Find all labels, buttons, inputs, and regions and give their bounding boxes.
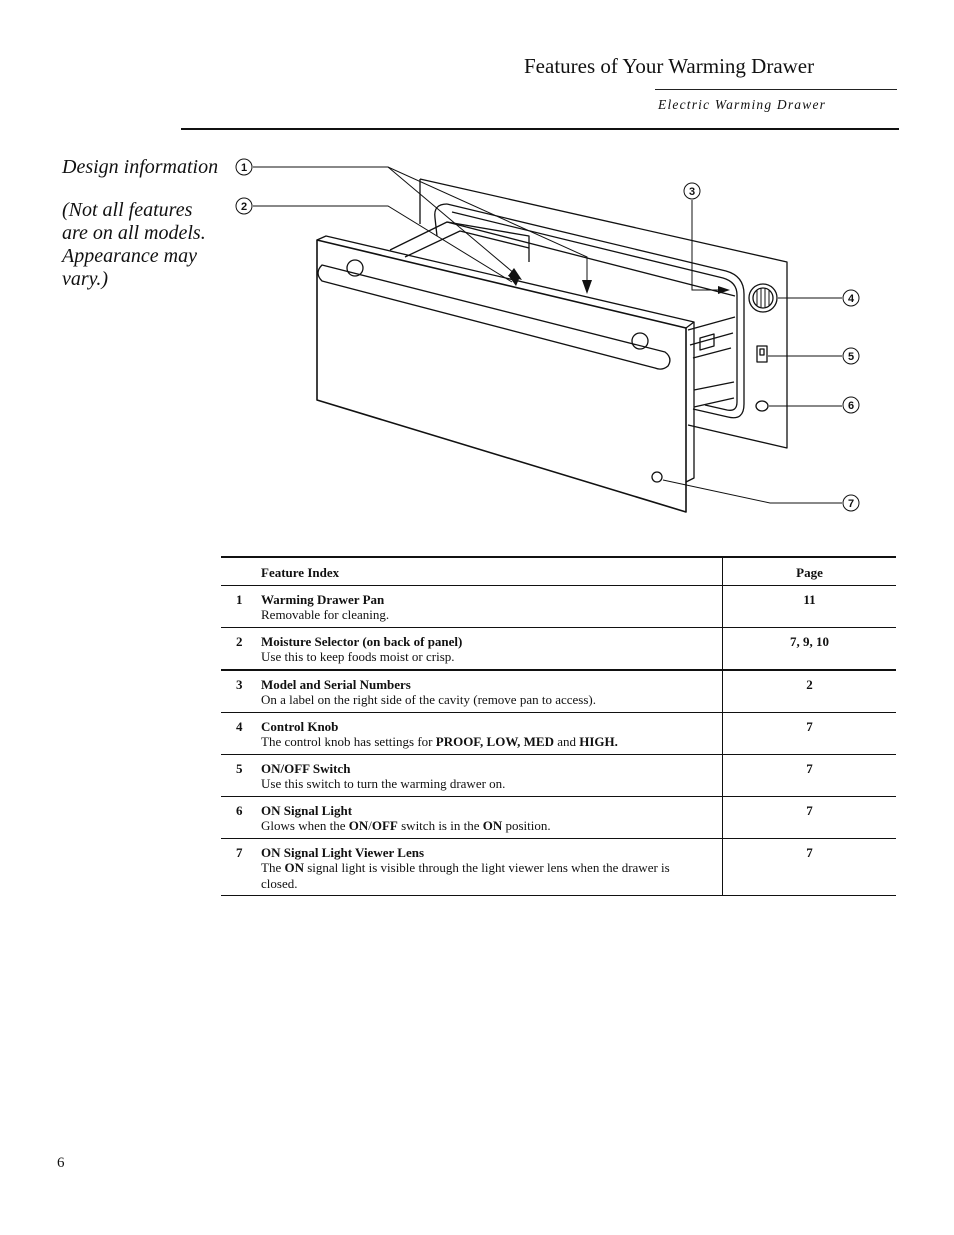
callout-1-label: 1 [241,162,247,174]
design-information-heading: Design information [62,156,219,178]
feature-index-header: Feature Index [261,556,723,586]
section-divider [181,128,899,130]
table-header-row: Feature Index Page [221,556,896,586]
warming-drawer-pan [404,230,530,258]
feature-description: The ON signal light is visible through t… [261,860,670,891]
drawer-handle [317,264,671,370]
feature-page: 11 [722,585,896,628]
feature-name: Control Knob [261,718,339,734]
feature-page: 7 [722,754,896,797]
callout-2-circle [235,197,253,215]
page-title: Features of Your Warming Drawer [524,54,815,78]
on-signal-light [755,400,769,412]
callout-4-circle [842,289,860,307]
callout-2-label: 2 [241,201,247,213]
feature-page: 7 [722,712,896,755]
feature-description: The control knob has settings for PROOF,… [261,734,618,749]
feature-description: Glows when the ON/OFF switch is in the O… [261,818,551,833]
table-row: 4 Control Knob The control knob has sett… [221,712,896,755]
feature-name: ON/OFF Switch [261,760,351,776]
feature-index-table: Feature Index Page 1 Warming Drawer Pan … [221,556,896,896]
feature-description: Use this switch to turn the warming draw… [261,776,506,791]
callout-6-circle [842,396,860,414]
callout-7-circle [842,494,860,512]
wall-panel [419,178,788,449]
feature-name: Warming Drawer Pan [261,591,385,607]
callout-5-label: 5 [848,351,854,363]
on-off-switch [756,345,768,363]
callout-3-circle [683,182,701,200]
feature-description: On a label on the right side of the cavi… [261,692,596,707]
page-header: Page [722,556,896,586]
design-information-sidebar: Design information (Not all features are… [62,156,232,311]
callout-7-label: 7 [848,498,854,510]
table-row: 6 ON Signal Light Glows when the ON/OFF … [221,796,896,839]
callout-5-circle [842,347,860,365]
feature-page: 7 [722,838,896,896]
feature-description: Removable for cleaning. [261,607,390,622]
page-subtitle: Electric Warming Drawer [658,97,827,112]
table-row: 3 Model and Serial Numbers On a label on… [221,669,896,713]
table-row: 5 ON/OFF Switch Use this switch to turn … [221,754,896,797]
feature-number: 6 [221,796,261,839]
callout-1-circle [235,158,253,176]
callout-4-label: 4 [848,293,855,305]
callout-3-label: 3 [689,186,695,198]
appearance-note: (Not all features are on all models. App… [62,199,206,290]
feature-name: ON Signal Light [261,802,353,818]
header-divider [655,89,897,90]
table-row: 2 Moisture Selector (on back of panel) U… [221,627,896,671]
feature-name: Moisture Selector (on back of panel) [261,633,463,649]
table-row: 7 ON Signal Light Viewer Lens The ON sig… [221,838,896,896]
feature-name: ON Signal Light Viewer Lens [261,844,425,860]
viewer-lens [651,471,663,483]
feature-page: 2 [722,669,896,713]
feature-name: Model and Serial Numbers [261,676,411,692]
warming-drawer-diagram: 1 2 3 4 5 6 7 [235,158,860,513]
drawer-front-panel [316,239,687,513]
feature-page: 7 [722,796,896,839]
feature-number: 4 [221,712,261,755]
feature-number: 2 [221,627,261,671]
feature-number: 5 [221,754,261,797]
feature-number: 1 [221,585,261,628]
feature-description: Use this to keep foods moist or crisp. [261,649,455,664]
cavity-frame [446,203,745,419]
table-row: 1 Warming Drawer Pan Removable for clean… [221,585,896,628]
feature-page: 7, 9, 10 [722,627,896,671]
callout-6-label: 6 [848,400,854,412]
feature-number: 3 [221,669,261,713]
feature-number: 7 [221,838,261,896]
control-knob [748,283,778,313]
page-number: 6 [57,1155,65,1171]
